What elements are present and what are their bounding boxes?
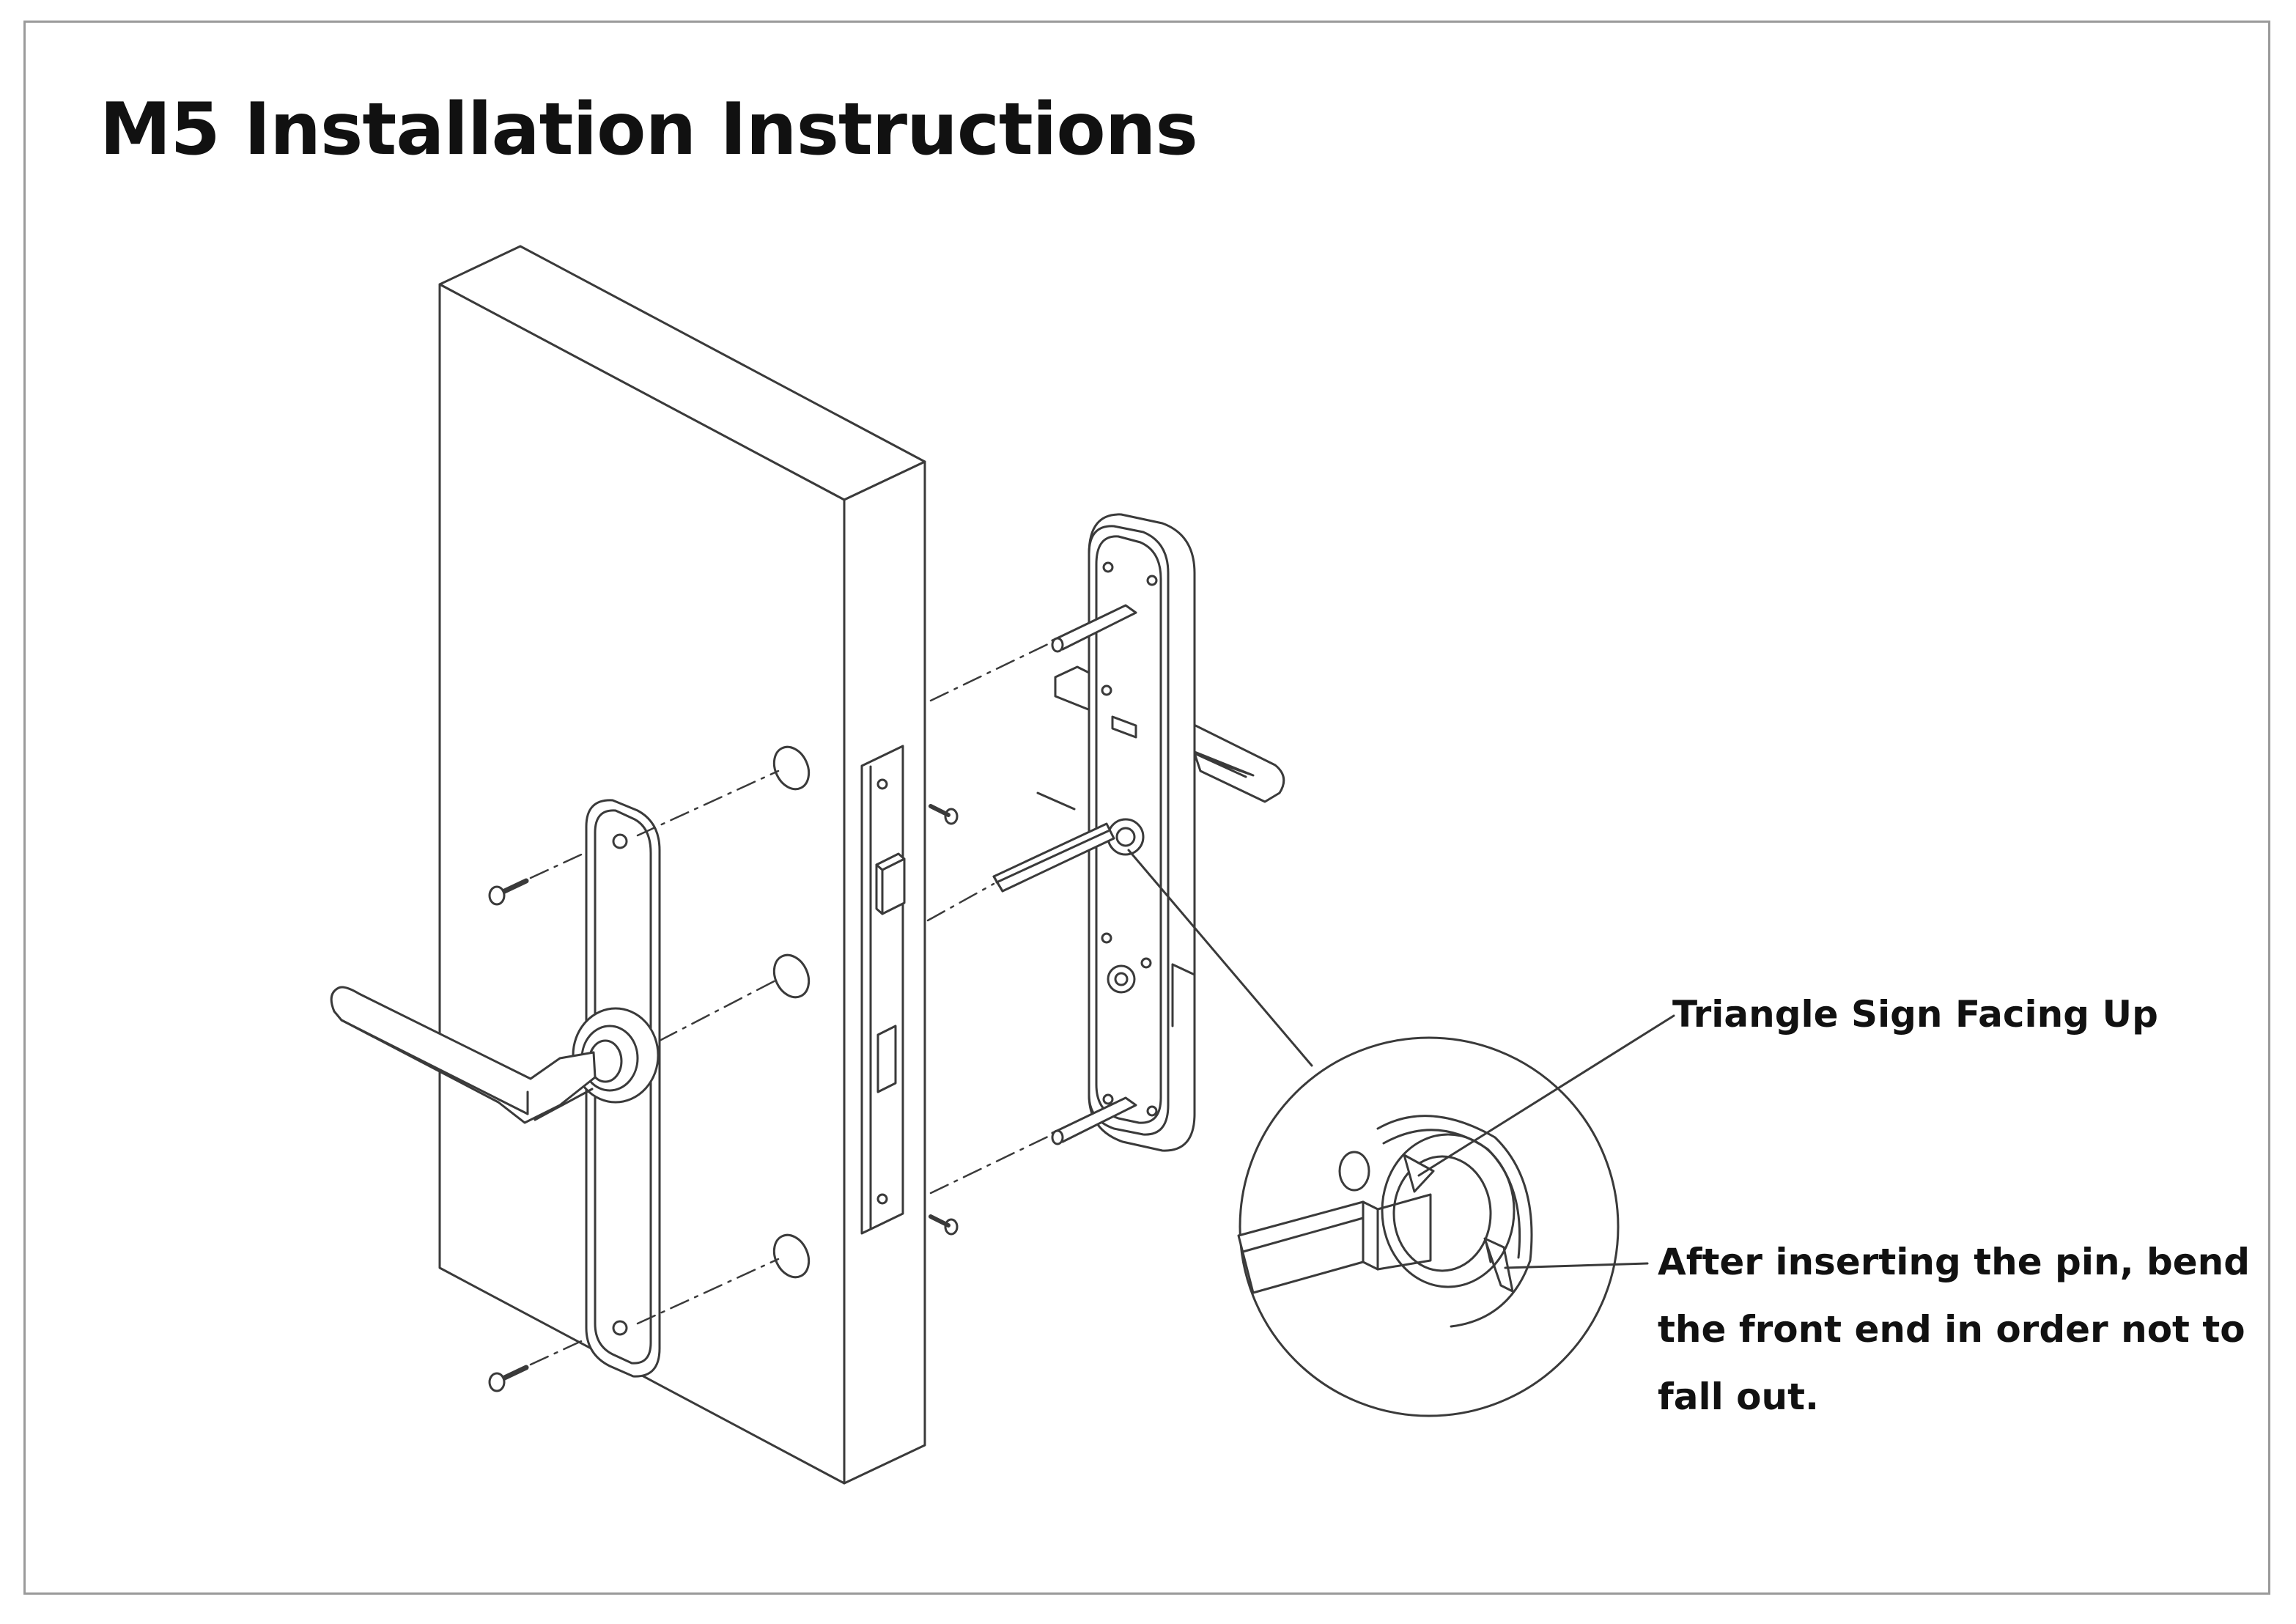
- rear-smart-lock-body: [1088, 513, 1196, 1152]
- rear-bottom-pin: [1051, 1096, 1137, 1145]
- pin-callout-line-3: fall out.: [1658, 1376, 1820, 1418]
- rear-retaining-pin: [1036, 791, 1076, 811]
- pin-callout-line-1: After inserting the pin, bend: [1658, 1241, 2251, 1283]
- rear-spindle: [992, 822, 1115, 893]
- front-screw-bottom: [488, 1365, 529, 1392]
- triangle-callout-leader: [1417, 1014, 1675, 1177]
- rear-alignment-lines: [926, 641, 1054, 1195]
- door-slab: [438, 245, 926, 1485]
- pin-bend-callout: After inserting the pin, bend the front …: [1658, 1228, 2251, 1431]
- front-alignment-lines: [529, 769, 780, 1366]
- detail-leader-line: [1127, 849, 1313, 1067]
- front-screw-top: [488, 878, 529, 906]
- faceplate-screw-bottom: [929, 1214, 959, 1236]
- detail-magnifier: [1237, 1036, 1620, 1417]
- faceplate-screw-top: [929, 804, 959, 825]
- rear-top-pin: [1051, 604, 1137, 653]
- front-lever-handle: [330, 986, 660, 1124]
- triangle-sign-callout: Triangle Sign Facing Up: [1672, 993, 2158, 1036]
- pin-callout-line-2: the front end in order not to: [1658, 1308, 2245, 1351]
- page-title: M5 Installation Instructions: [100, 88, 1198, 171]
- door-holes: [772, 745, 811, 1279]
- pin-callout-leader: [1504, 1262, 1649, 1269]
- mortise-faceplate: [860, 745, 906, 1235]
- page-frame: [23, 21, 2270, 1595]
